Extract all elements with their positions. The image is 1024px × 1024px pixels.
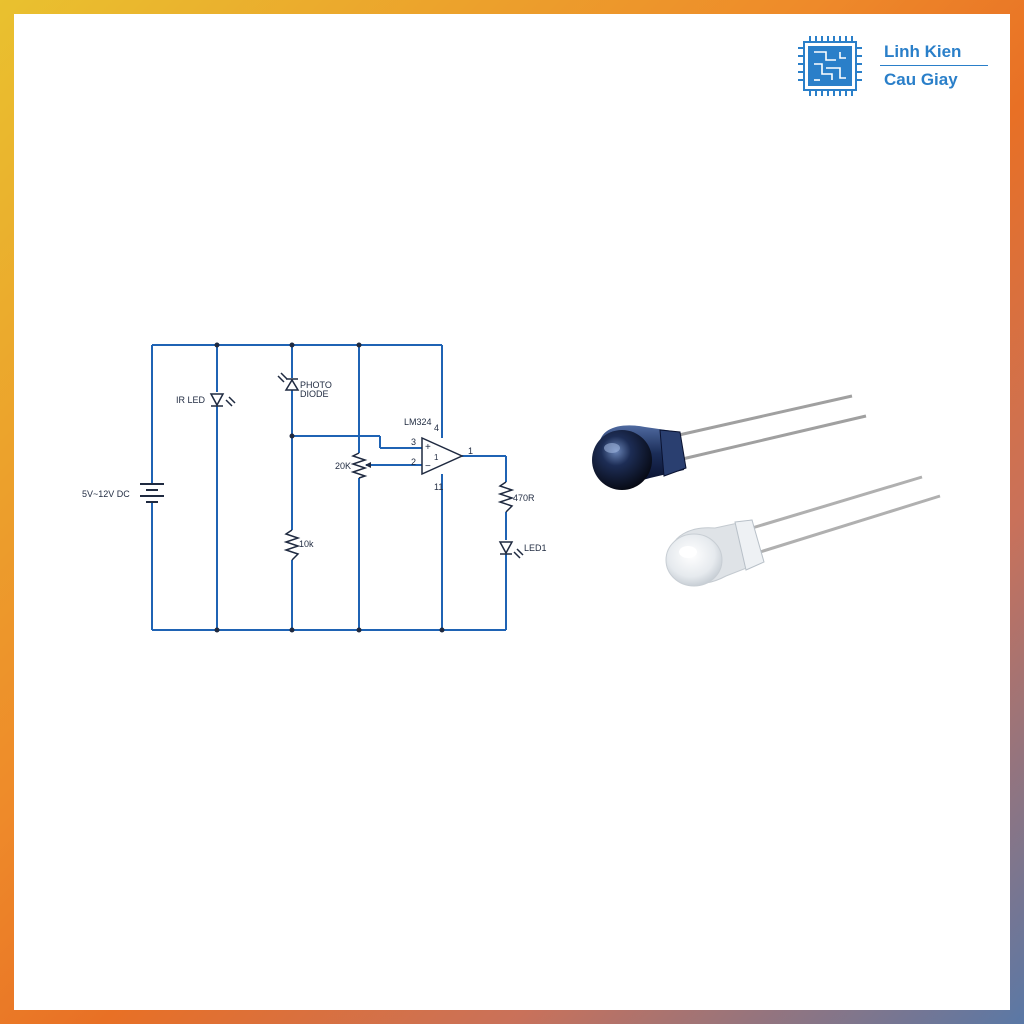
chip-logo-icon	[798, 36, 862, 96]
resistor-10k-symbol	[283, 529, 301, 561]
pin-3: 3	[411, 437, 416, 447]
pin-4: 4	[434, 423, 439, 433]
opamp-minus: −	[425, 461, 431, 472]
label-470r: 470R	[513, 493, 535, 503]
pin-11: 11	[434, 482, 443, 492]
label-pot-20k: 20K	[335, 461, 351, 471]
label-photo: PHOTO	[300, 380, 332, 390]
battery-symbol	[140, 483, 164, 503]
junction-dots	[214, 342, 445, 633]
ir-emitter-photo	[665, 475, 941, 587]
label-10k: 10k	[299, 539, 314, 549]
label-led1: LED1	[524, 543, 547, 553]
opamp-lm324-symbol	[421, 436, 464, 476]
pin-1: 1	[468, 446, 473, 456]
label-supply: 5V~12V DC	[82, 489, 130, 499]
opamp-unit: 1	[434, 453, 439, 462]
potentiometer-symbol	[350, 452, 371, 479]
label-lm324: LM324	[404, 417, 432, 427]
pin-2: 2	[411, 457, 416, 467]
photodiode-symbol	[277, 372, 300, 391]
ir-receiver-photo	[592, 394, 867, 490]
brand-name-line2: Cau Giay	[884, 70, 958, 89]
label-diode: DIODE	[300, 389, 329, 399]
led1-symbol	[498, 541, 524, 559]
content-panel	[14, 14, 1010, 1010]
label-ir-led: IR LED	[176, 395, 206, 405]
brand-divider	[880, 65, 988, 66]
ir-led-symbol	[209, 393, 236, 407]
wires	[151, 344, 507, 631]
resistor-470r-symbol	[497, 481, 515, 513]
brand-logo: Linh Kien Cau Giay	[796, 34, 996, 98]
opamp-plus: +	[425, 442, 431, 453]
brand-name-line1: Linh Kien	[884, 42, 962, 61]
